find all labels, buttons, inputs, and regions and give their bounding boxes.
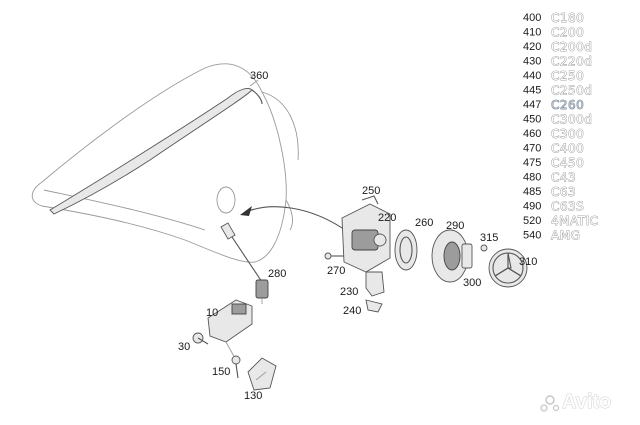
handle-part	[247, 357, 277, 391]
badge-emblem-520: 4MATIC	[551, 214, 599, 228]
callout-240: 240	[343, 305, 361, 317]
badge-code-520: 520	[523, 215, 541, 227]
callout-270: 270	[327, 265, 345, 277]
callout-280: 280	[268, 268, 286, 280]
badge-emblem-450: C300d	[551, 113, 592, 127]
housing-ring-part	[431, 229, 469, 283]
badge-list: 400 C180 410 C200 420 C200d 430 C220d 440 C250 445…	[523, 11, 599, 243]
badge-emblem-540: AMG	[551, 229, 580, 243]
badge-emblem-440: C250	[551, 69, 584, 83]
badge-emblem-480: C43	[551, 171, 576, 185]
small-part-300	[461, 243, 473, 269]
badge-code-440: 440	[523, 70, 541, 82]
badge-emblem-485: C63	[551, 185, 576, 199]
badge-code-490: 490	[523, 201, 541, 213]
callout-360: 360	[250, 70, 268, 82]
badge-emblem-430: C220d	[551, 55, 592, 69]
callout-150: 150	[212, 366, 230, 378]
callout-260: 260	[415, 217, 433, 229]
bracket-part	[365, 271, 385, 297]
watermark: Avito	[540, 391, 612, 413]
badge-code-447: 447	[523, 99, 541, 111]
badge-emblem-447: C260	[551, 98, 584, 112]
trunk-lid	[31, 63, 299, 263]
badge-emblem-470: C400	[551, 142, 584, 156]
badge-code-430: 430	[523, 56, 541, 68]
badge-code-540: 540	[523, 230, 541, 242]
watermark-text: Avito	[562, 391, 611, 413]
badge-code-400: 400	[523, 12, 541, 24]
callout-10: 10	[206, 307, 218, 319]
callout-30: 30	[178, 341, 190, 353]
location-arrow	[240, 206, 349, 233]
badge-code-470: 470	[523, 143, 541, 155]
badge-code-485: 485	[523, 186, 541, 198]
rear-spoiler	[49, 79, 263, 215]
cable-rod-part	[220, 222, 269, 304]
badge-code-460: 460	[523, 128, 541, 140]
callout-230: 230	[340, 286, 358, 298]
badge-code-475: 475	[523, 157, 541, 169]
bolt-small-part	[324, 252, 344, 260]
callout-130: 130	[244, 390, 262, 402]
badge-code-450: 450	[523, 114, 541, 126]
badge-emblem-400: C180	[551, 11, 584, 25]
actuator-part	[341, 195, 391, 273]
seal-ring-part	[394, 229, 418, 271]
callout-300: 300	[463, 277, 481, 289]
callout-310: 310	[519, 256, 537, 268]
callout-290: 290	[446, 220, 464, 232]
badge-emblem-490: C63S	[551, 200, 584, 214]
clip-part	[365, 299, 383, 313]
badge-emblem-445: C250d	[551, 84, 592, 98]
screw-part	[231, 355, 241, 379]
small-part-315	[480, 244, 488, 252]
bolt-part	[192, 332, 209, 345]
callouts: 360 250 220 260 290 315 270 310 280 300 …	[178, 70, 537, 402]
badge-code-480: 480	[523, 172, 541, 184]
badge-code-420: 420	[523, 41, 541, 53]
badge-emblem-410: C200	[551, 26, 584, 40]
lock-assembly-part	[207, 299, 253, 361]
badge-emblem-460: C300	[551, 127, 584, 141]
badge-emblem-475: C450	[551, 156, 584, 170]
badge-code-445: 445	[523, 85, 541, 97]
badge-code-410: 410	[523, 27, 541, 39]
badge-emblem-420: C200d	[551, 40, 592, 54]
callout-250: 250	[362, 185, 380, 197]
callout-315: 315	[480, 232, 498, 244]
star-emblem-part	[488, 248, 528, 288]
callout-220: 220	[378, 212, 396, 224]
